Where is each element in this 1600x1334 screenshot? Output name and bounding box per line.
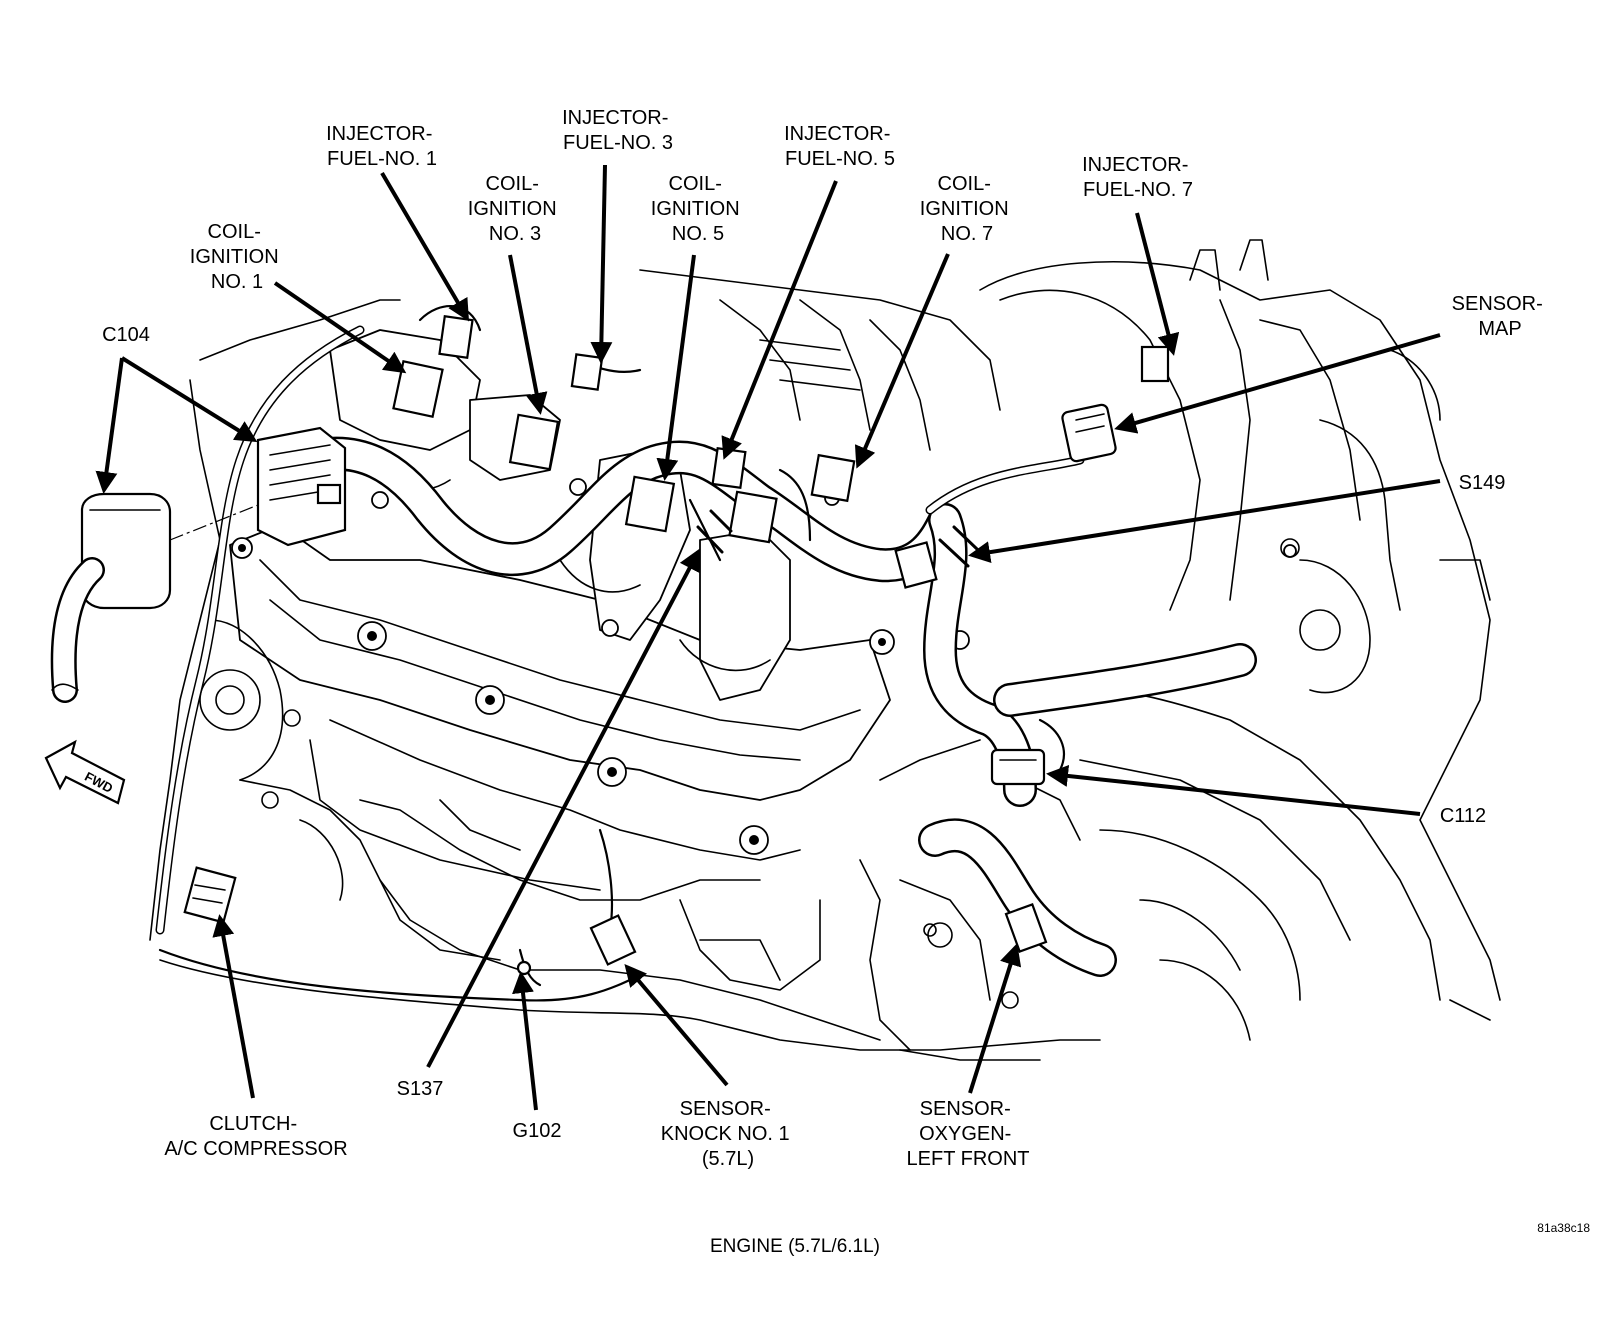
connectors: [50, 314, 1170, 976]
wiring-harness: [155, 305, 1257, 1002]
label-sensor-knock-no1: SENSOR- KNOCK NO. 1 (5.7L): [661, 1098, 795, 1170]
leader-injector-no1: [380, 171, 470, 322]
leader-knock: [624, 963, 729, 1087]
label-injector-no3: INJECTOR- FUEL-NO. 3: [562, 107, 674, 154]
leader-s149: [968, 479, 1441, 564]
label-injector-no1: INJECTOR- FUEL-NO. 1: [326, 123, 438, 170]
leader-coil-no7: [854, 253, 950, 469]
leader-oxygen: [968, 943, 1022, 1094]
label-c112: C112: [1440, 805, 1486, 827]
leader-coil-no3: [508, 254, 548, 415]
figure-code: 81a38c18: [1537, 1221, 1590, 1235]
label-injector-no7: INJECTOR- FUEL-NO. 7: [1082, 154, 1194, 201]
map-sensor-connector: [1061, 403, 1117, 463]
label-coil-no7: COIL- IGNITION NO. 7: [920, 173, 1014, 245]
leader-c112: [1046, 764, 1421, 816]
label-coil-no5: COIL- IGNITION NO. 5: [651, 173, 745, 245]
label-sensor-oxygen-left-front: SENSOR- OXYGEN- LEFT FRONT: [907, 1098, 1030, 1170]
leader-s137: [426, 548, 700, 1068]
leader-g102: [512, 971, 538, 1111]
label-clutch-ac-compressor: CLUTCH- A/C COMPRESSOR: [164, 1113, 347, 1160]
leader-lines: [95, 164, 1441, 1111]
leader-clutch: [212, 914, 255, 1099]
leader-coil-no5: [656, 254, 696, 481]
fwd-arrow: FWD: [44, 739, 126, 805]
label-coil-no1: COIL- IGNITION NO. 1: [190, 221, 284, 293]
diagram-caption: ENGINE (5.7L/6.1L): [710, 1236, 880, 1257]
label-s137: S137: [397, 1078, 444, 1100]
c104-engine-connector: [256, 426, 347, 547]
label-g102: G102: [513, 1120, 562, 1142]
label-s149: S149: [1459, 472, 1506, 494]
leader-sensor-map: [1114, 333, 1441, 434]
leader-coil-no1: [273, 281, 407, 374]
leader-c104-a: [95, 357, 124, 494]
leader-c104-b: [120, 356, 258, 443]
leader-injector-no7: [1135, 212, 1180, 356]
ac-clutch-connector: [183, 866, 237, 924]
c112-connector: [990, 748, 1046, 786]
leader-injector-no5: [721, 180, 838, 460]
component-labels: INJECTOR- FUEL-NO. 1 INJECTOR- FUEL-NO. …: [102, 107, 1549, 1170]
label-sensor-map: SENSOR- MAP: [1452, 293, 1549, 340]
c104-mating-connector: [50, 492, 259, 703]
label-injector-no5: INJECTOR- FUEL-NO. 5: [784, 123, 896, 170]
label-c104: C104: [102, 324, 150, 346]
label-coil-no3: COIL- IGNITION NO. 3: [468, 173, 562, 245]
engine-illustration: [149, 239, 1501, 1061]
leader-injector-no3: [590, 164, 613, 364]
